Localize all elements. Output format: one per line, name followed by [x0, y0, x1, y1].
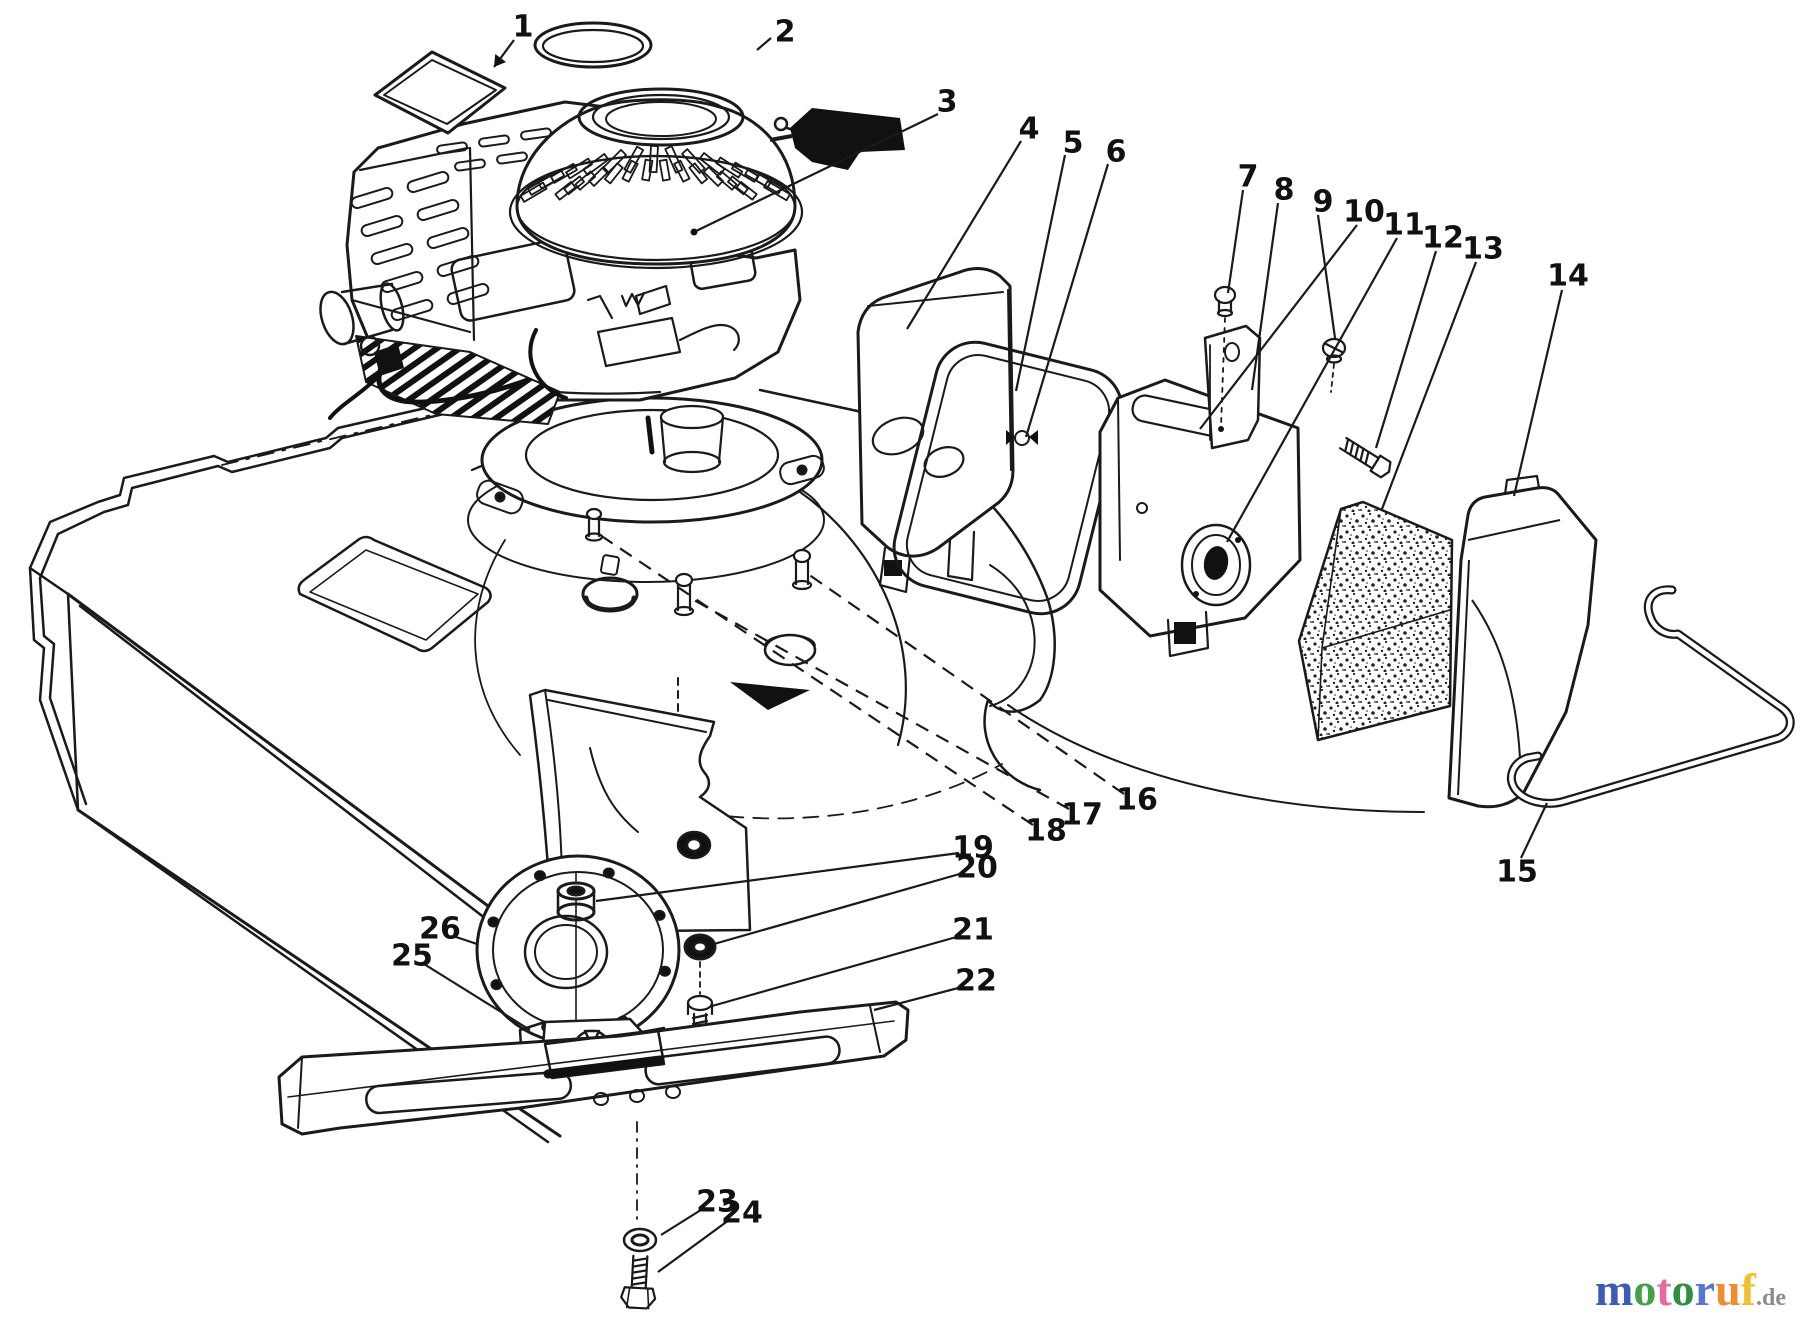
callout-number-12: 12 [1422, 221, 1464, 256]
callout-number-21: 21 [952, 913, 994, 948]
logo-letter: o [1671, 1264, 1695, 1315]
bushing-part [556, 881, 596, 922]
engine-stub [319, 282, 405, 346]
carburetor-illustration [586, 284, 740, 474]
air-cleaner-cover-illustration [1447, 474, 1598, 809]
callout-number-16: 16 [1116, 783, 1158, 818]
callout-number-18: 18 [1025, 814, 1067, 849]
callout-number-22: 22 [955, 964, 997, 999]
label-plate-illustration [373, 50, 507, 135]
callout-number-7: 7 [1238, 160, 1259, 195]
callout-number-19: 19 [952, 831, 994, 866]
muffler-assembly-illustration [856, 267, 1302, 658]
washer-part [683, 933, 717, 995]
blade-washer-part [622, 1227, 658, 1253]
callout-number-10: 10 [1343, 195, 1385, 230]
callout-number-25: 25 [391, 939, 433, 974]
blower-housing-illustration [508, 87, 814, 270]
callout-number-26: 26 [419, 912, 461, 947]
callout-number-20: 20 [956, 851, 998, 886]
callout-number-14: 14 [1547, 259, 1589, 294]
callout-number-9: 9 [1313, 185, 1334, 220]
fasteners-illustration [1213, 285, 1392, 479]
callout-number-23: 23 [696, 1185, 738, 1220]
air-cleaner-body-illustration [1098, 378, 1302, 658]
logo-letter: r [1694, 1264, 1716, 1315]
engine-mount-bolts [584, 507, 813, 617]
callout-number-17: 17 [1061, 798, 1103, 833]
engine-illustration [319, 87, 825, 617]
logo-letter: m [1595, 1264, 1634, 1315]
sealing-ring-illustration [533, 21, 653, 69]
callout-number-15: 15 [1496, 855, 1538, 890]
logo-letter: f [1740, 1264, 1756, 1315]
logo-letter: u [1715, 1264, 1741, 1315]
callout-number-2: 2 [775, 15, 796, 50]
handle-rod-illustration [1507, 585, 1795, 808]
callout-number-6: 6 [1106, 135, 1127, 170]
callout-number-1: 1 [513, 10, 534, 45]
blade-illustration [277, 1000, 910, 1310]
callout-number-3: 3 [937, 85, 958, 120]
logo-letter: t [1656, 1264, 1672, 1315]
callout-number-24: 24 [721, 1196, 763, 1231]
callout-number-11: 11 [1383, 208, 1425, 243]
blade-bolt-part [620, 1254, 657, 1310]
air-filter-illustration [1297, 500, 1454, 742]
callout-number-4: 4 [1019, 112, 1040, 147]
logo-letter: o [1633, 1264, 1657, 1315]
wing-screw-illustration [1006, 430, 1038, 446]
callout-number-5: 5 [1063, 126, 1084, 161]
logo-suffix: .de [1756, 1285, 1786, 1311]
callout-number-8: 8 [1274, 173, 1295, 208]
motoruf-logo[interactable]: motoruf.de [1595, 1267, 1786, 1313]
throttle-control-illustration [769, 108, 905, 170]
callout-number-13: 13 [1462, 232, 1504, 267]
